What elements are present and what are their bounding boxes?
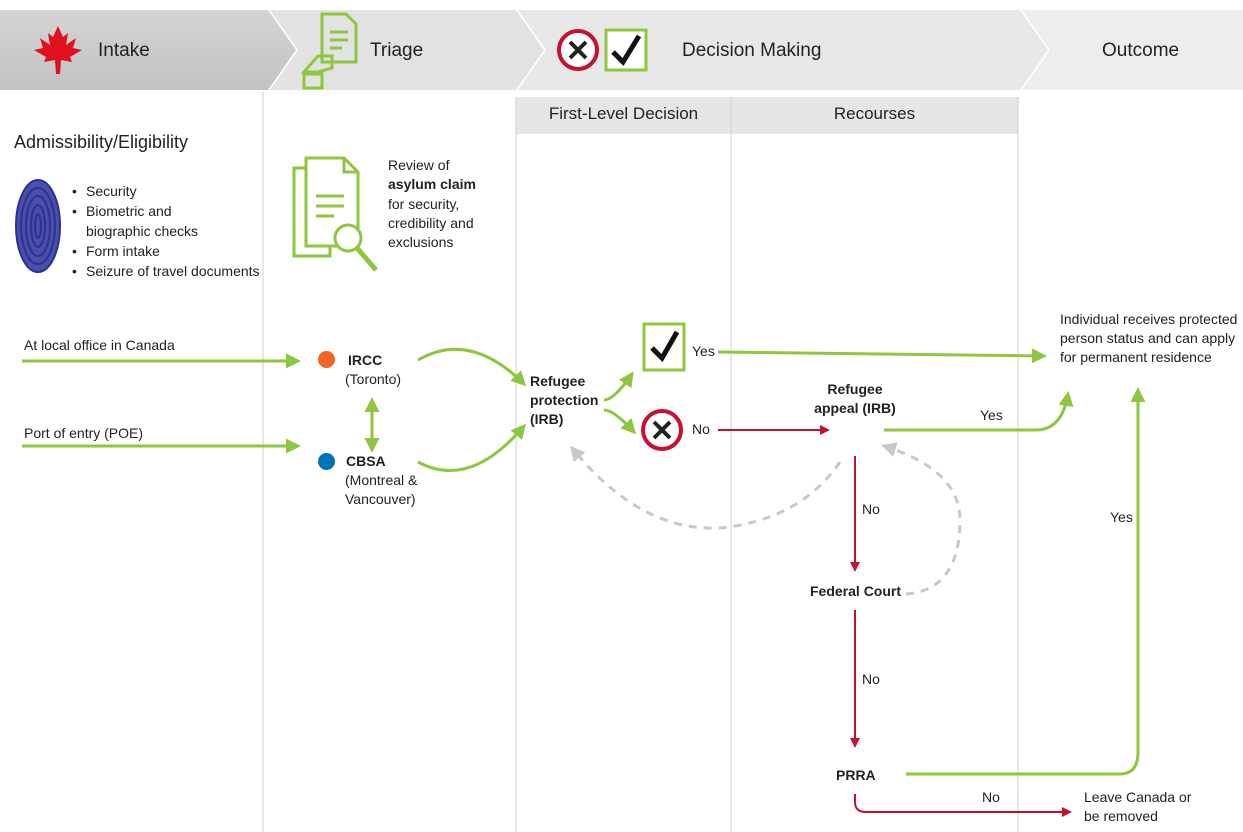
entry-arrows bbox=[22, 353, 301, 454]
column-dividers bbox=[262, 92, 1019, 832]
stage-decision-label: Decision Making bbox=[682, 40, 822, 61]
prra-no-label: No bbox=[982, 789, 1000, 805]
stage-band-intake bbox=[0, 10, 296, 90]
review-document-icon bbox=[292, 156, 378, 272]
ircc-dot bbox=[318, 351, 335, 368]
ircc-location: (Toronto) bbox=[345, 371, 402, 387]
prra-label: PRRA bbox=[836, 767, 876, 783]
stage-band-decision bbox=[518, 10, 1048, 90]
intake-check-item: Form intake bbox=[72, 242, 262, 262]
intake-check-item: Security bbox=[72, 182, 262, 202]
appeal-no-label: No bbox=[862, 501, 880, 517]
stage-intake-label: Intake bbox=[98, 40, 150, 61]
ircc-name: IRCC bbox=[348, 352, 383, 368]
appeal-yes-arrow bbox=[884, 391, 1074, 432]
refugee-appeal-label: Refugee appeal (IRB) bbox=[814, 381, 896, 416]
no-x-icon bbox=[641, 409, 683, 451]
stage-outcome-label: Outcome bbox=[1102, 40, 1180, 61]
to-refugee-protection-arrows bbox=[417, 347, 527, 472]
yes-label: Yes bbox=[692, 343, 715, 359]
court-no-label: No bbox=[862, 671, 880, 687]
intake-check-item: Biometric and biographic checks bbox=[72, 202, 204, 242]
entry-poe-label: Port of entry (POE) bbox=[24, 425, 144, 441]
maple-leaf-icon bbox=[34, 26, 82, 74]
outcome-protected-text: Individual receives protected person sta… bbox=[1060, 311, 1238, 365]
review-post: for security, credibility and exclusions bbox=[388, 195, 474, 251]
outcome-leave-text: Leave Canada or be removed bbox=[1084, 789, 1192, 824]
header-band bbox=[0, 10, 1243, 90]
subheader-recourses: Recourses bbox=[833, 104, 916, 123]
review-pre: Review of bbox=[388, 157, 450, 173]
no-label: No bbox=[692, 421, 710, 437]
cbsa-name: CBSA bbox=[346, 453, 386, 469]
prra-yes-label: Yes bbox=[1110, 509, 1133, 525]
fingerprint-icon bbox=[15, 179, 61, 273]
stage-band-triage bbox=[270, 10, 544, 90]
review-bold: asylum claim bbox=[388, 176, 476, 193]
intake-check-item: Seizure of travel documents bbox=[72, 262, 262, 282]
decision-split-arrows bbox=[603, 371, 637, 435]
prra-no-arrow bbox=[854, 794, 1072, 817]
document-hand-icon bbox=[300, 12, 358, 90]
cbsa-dot bbox=[318, 453, 335, 470]
stage-band-outcome bbox=[1022, 10, 1243, 90]
federal-court-label: Federal Court bbox=[810, 583, 902, 599]
cbsa-location: (Montreal & Vancouver) bbox=[345, 472, 418, 507]
x-check-icon bbox=[557, 28, 648, 72]
entry-local-label: At local office in Canada bbox=[24, 337, 175, 353]
stage-triage-label: Triage bbox=[370, 40, 424, 61]
prra-yes-arrow bbox=[906, 387, 1146, 776]
intake-checks-list: Security Biometric and biographic checks… bbox=[72, 182, 262, 281]
subheader-band bbox=[516, 97, 1018, 134]
yes-to-outcome-arrow bbox=[717, 348, 1047, 364]
refugee-protection-label: Refugee protection (IRB) bbox=[530, 373, 599, 427]
intake-title: Admissibility/Eligibility bbox=[14, 132, 189, 152]
return-dashed-arrows bbox=[570, 442, 962, 596]
yes-check-icon bbox=[642, 322, 686, 372]
triage-review-text: Review of asylum claim for security, cre… bbox=[388, 156, 488, 253]
appeal-yes-label: Yes bbox=[980, 407, 1003, 423]
subheader-first-level: First-Level Decision bbox=[548, 104, 699, 123]
